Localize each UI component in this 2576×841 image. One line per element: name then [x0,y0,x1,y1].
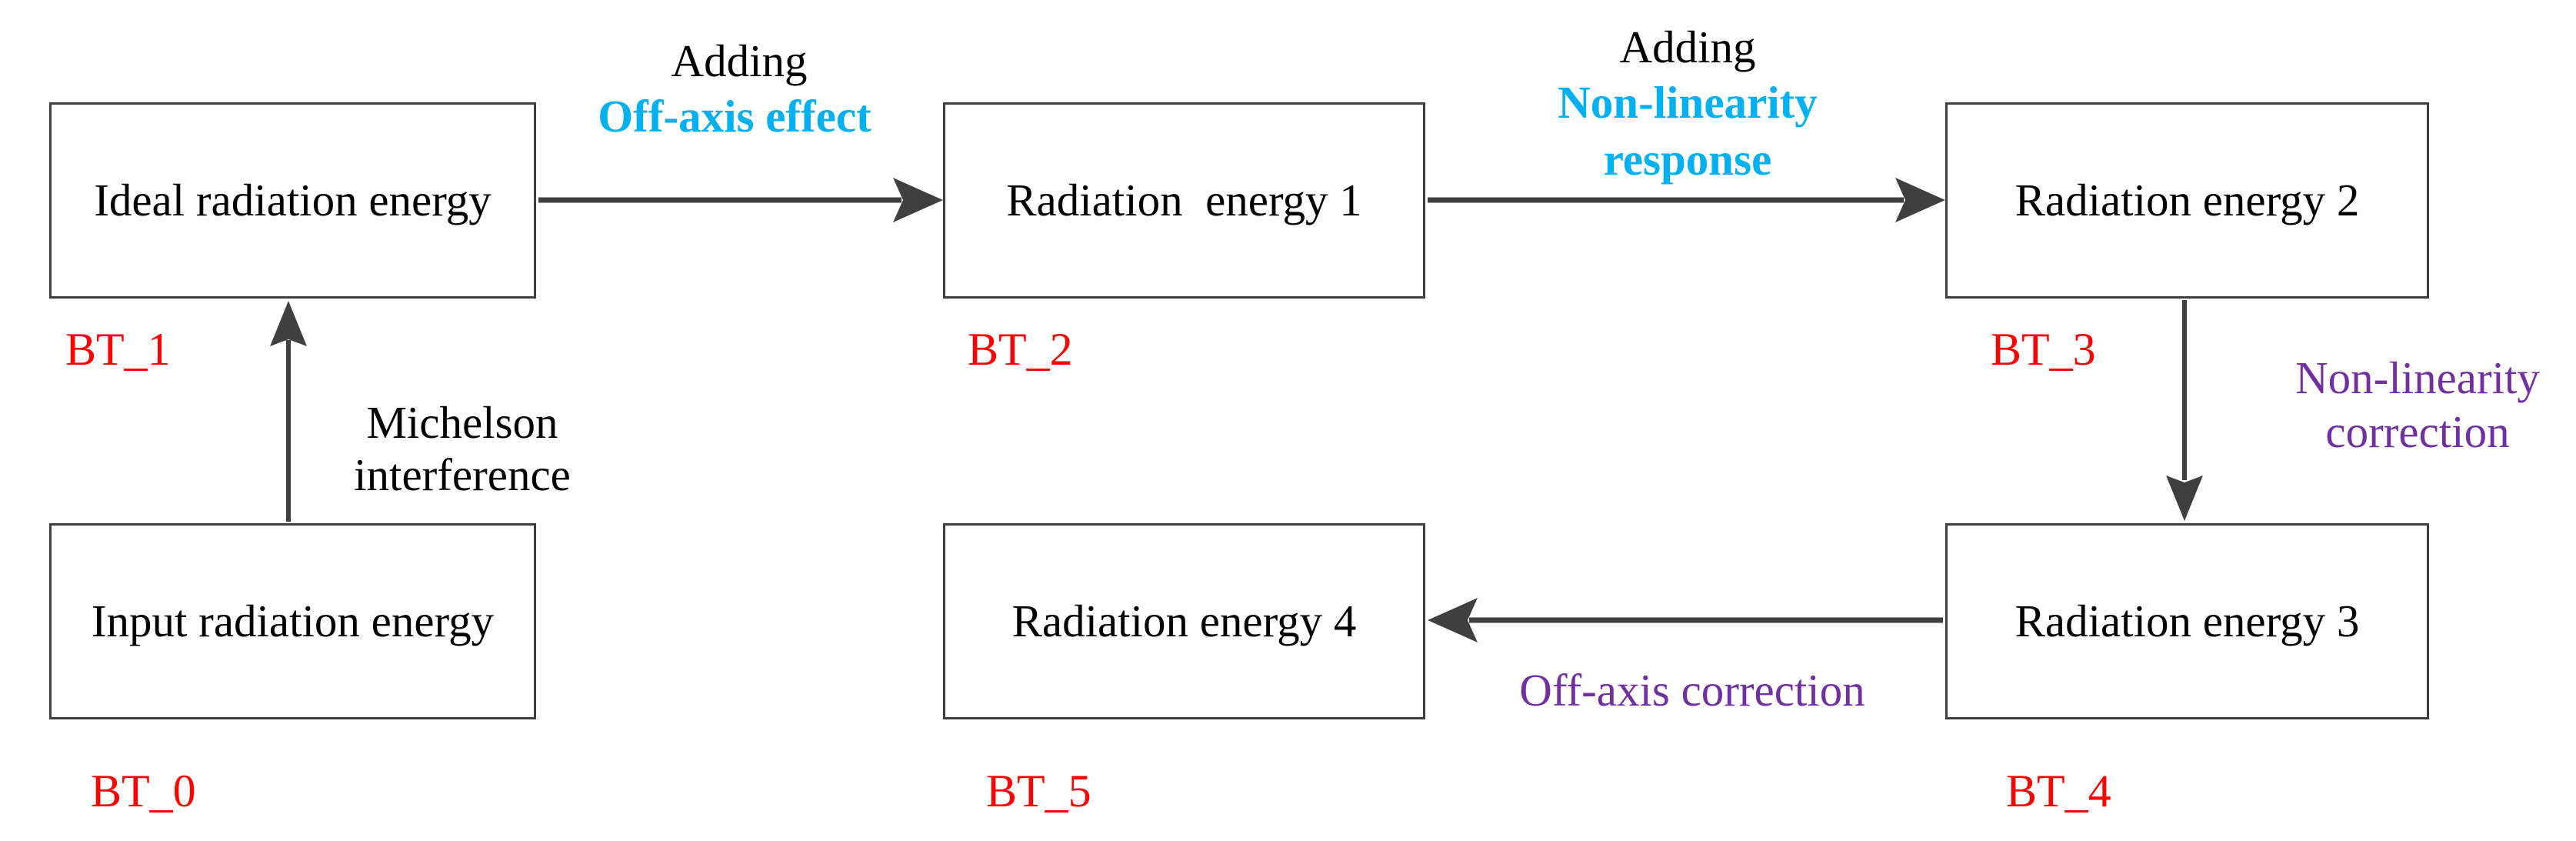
box-radiation-energy-4: Radiation energy 4 [943,523,1425,719]
label-nonlinearity-response-line1: Non-linearity [1558,77,1818,128]
box-label: Radiation energy 4 [1011,596,1357,647]
label-interference: interference [354,449,571,500]
box-ideal-radiation-energy: Ideal radiation energy [49,102,536,299]
box-label: Ideal radiation energy [94,175,492,226]
tag-bt4: BT_4 [2006,766,2111,816]
box-label: Radiation energy 3 [2014,596,2360,647]
label-michelson: Michelson [366,397,558,448]
arrow-offaxis-correction [1428,598,1943,642]
arrow-adding-nonlinearity-response [1428,178,1945,222]
arrow-michelson-interference [270,301,307,522]
label-offaxis-correction: Off-axis correction [1519,665,1865,716]
arrow-adding-offaxis-effect [538,178,943,222]
tag-bt3: BT_3 [1991,324,2096,375]
tag-bt1: BT_1 [65,324,171,375]
box-radiation-energy-3: Radiation energy 3 [1945,523,2429,719]
box-label: Radiation energy 2 [2014,175,2360,226]
label-nonlinearity-response-line2: response [1603,134,1772,185]
arrow-nonlinearity-correction [2166,300,2203,521]
box-label: Input radiation energy [91,596,495,647]
box-label: Radiation energy 1 [1006,175,1362,226]
box-input-radiation-energy: Input radiation energy [49,523,536,719]
tag-bt0: BT_0 [91,766,196,816]
box-radiation-energy-1: Radiation energy 1 [943,102,1425,299]
tag-bt2: BT_2 [968,324,1073,375]
label-nonlinearity-correction-line2: correction [2325,406,2510,457]
label-offaxis-effect: Off-axis effect [598,91,871,142]
tag-bt5: BT_5 [986,766,1091,816]
box-radiation-energy-2: Radiation energy 2 [1945,102,2429,299]
label-adding-1: Adding [671,35,808,86]
label-adding-2: Adding [1619,22,1756,72]
label-nonlinearity-correction-line1: Non-linearity [2295,352,2540,403]
